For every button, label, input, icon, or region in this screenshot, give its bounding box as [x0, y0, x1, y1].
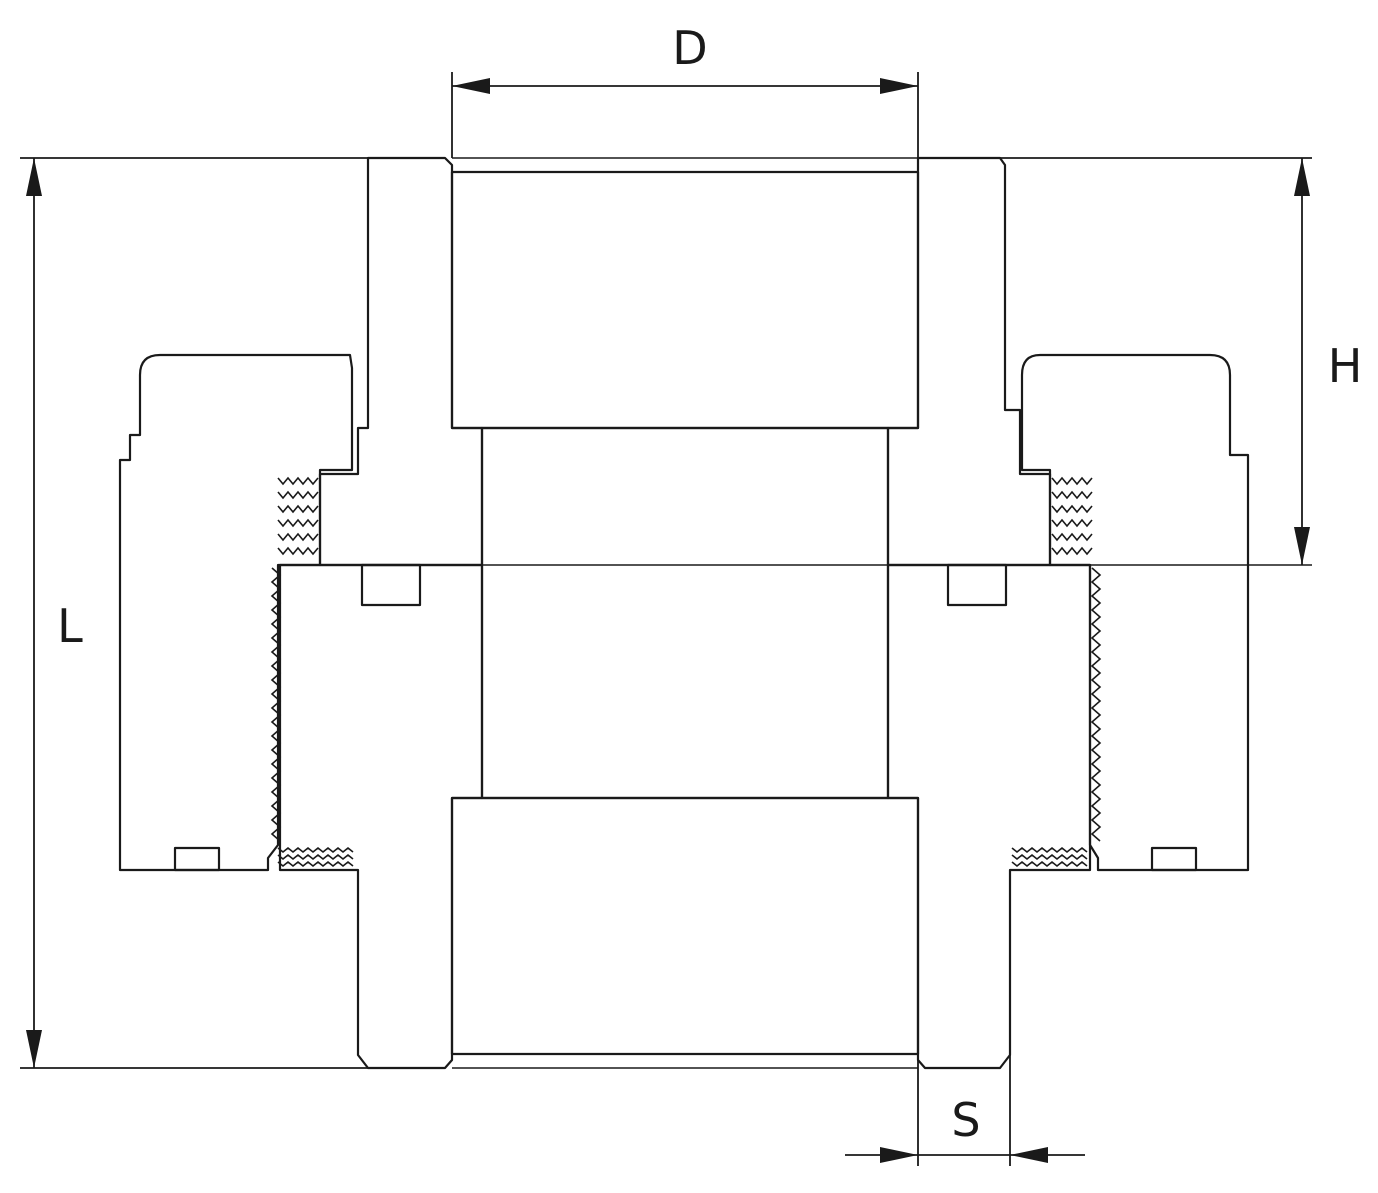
thread-left-upper-2 [277, 504, 319, 514]
thread-left-upper-0 [277, 476, 319, 486]
upper-bore [450, 157, 920, 430]
dimension-d: D [451, 21, 919, 158]
thread-right-upper-0 [1051, 476, 1093, 486]
dimension-h: H [1000, 157, 1363, 565]
thread-left-upper-5 [277, 546, 319, 556]
union-nut-right [1020, 353, 1250, 872]
thread-right-main [1090, 567, 1102, 842]
thread-left-lower-1 [277, 853, 354, 861]
dimension-s-label: S [951, 1093, 980, 1147]
upper-tail-left [318, 156, 484, 567]
thread-right-lower-1 [1011, 853, 1088, 861]
dimension-l: L [20, 157, 368, 1069]
thread-right-upper-1 [1051, 490, 1093, 500]
nut-lug-left [173, 846, 221, 872]
thread-right-upper-4 [1051, 532, 1093, 542]
thread-left-upper-3 [277, 518, 319, 528]
thread-left-lower-2 [277, 860, 354, 868]
o-ring-groove-left [360, 563, 422, 607]
lower-bore [450, 426, 920, 1069]
thread-left-main [270, 567, 282, 842]
thread-right-upper-3 [1051, 518, 1093, 528]
o-ring-groove-right [946, 563, 1008, 607]
dimension-h-label: H [1328, 339, 1363, 393]
thread-right-lower-2 [1011, 860, 1088, 868]
thread-right-lower-0 [1011, 846, 1088, 854]
thread-right-upper-5 [1051, 546, 1093, 556]
thread-left-lower-0 [277, 846, 354, 854]
thread-left-upper-1 [277, 490, 319, 500]
nut-lug-right [1150, 846, 1198, 872]
dimension-d-label: D [672, 21, 707, 75]
dimension-l-label: L [57, 599, 83, 653]
dimension-s: S [845, 1045, 1085, 1166]
thread-profiles [270, 476, 1102, 868]
thread-left-upper-4 [277, 532, 319, 542]
union-nut-left [118, 353, 354, 872]
thread-right-upper-2 [1051, 504, 1093, 514]
